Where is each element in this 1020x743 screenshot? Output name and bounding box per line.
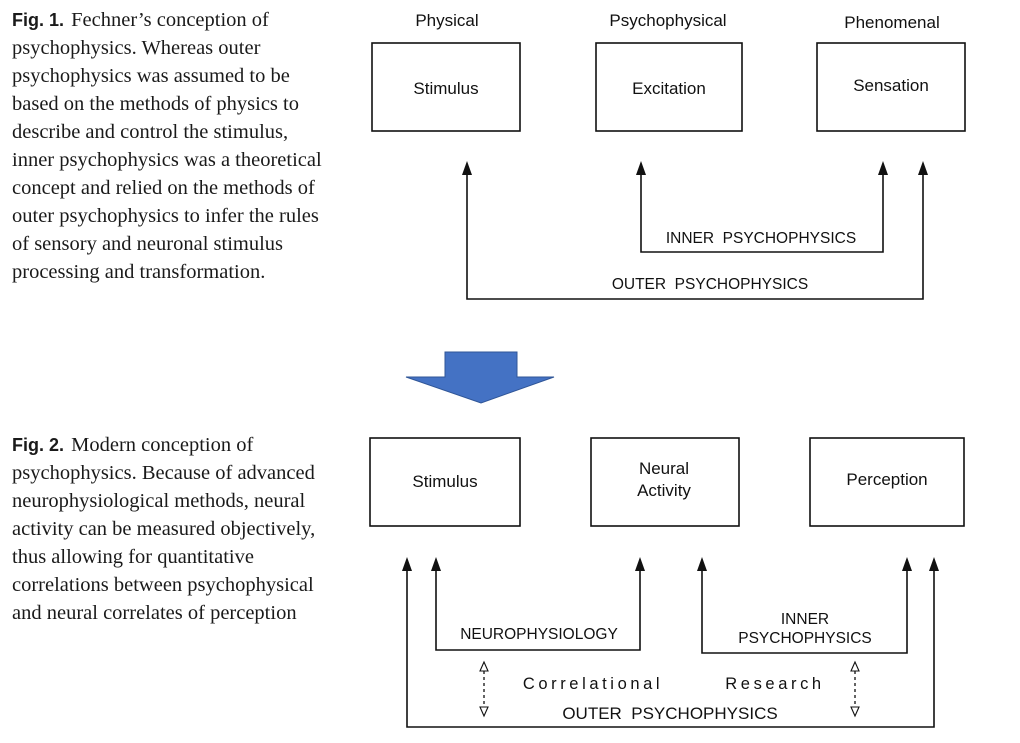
fig1-box-excitation-label: Excitation (632, 79, 706, 98)
fig2-caption-label: Fig. 2. (12, 435, 65, 455)
fig2-outer-arrow-perception (929, 557, 939, 571)
fig2-neuro-arrow-neural (635, 557, 645, 571)
fig2-outer-label: OUTER PSYCHOPHYSICS (562, 704, 777, 723)
fig2-corr-word2: Research (725, 675, 824, 693)
fig2-box-neural-activity (590, 437, 740, 527)
fig2-box-stimulus (369, 437, 521, 527)
fig2-outer-arrow-stimulus (402, 557, 412, 571)
fig2-inner-arrow-perception (902, 557, 912, 571)
fig2-box-perception-label: Perception (846, 470, 927, 489)
fig2-neuro-arrow-stimulus (431, 557, 441, 571)
fig1-header-psychophysical: Psychophysical (609, 11, 726, 30)
fig2-neuro-bracket (435, 570, 641, 651)
fig2-corr-left-up-icon (479, 660, 489, 672)
fig1-diagram: Physical Psychophysical Phenomenal Stimu… (371, 11, 966, 300)
fig1-outer-arrow-sensation (918, 161, 928, 175)
fig2-neuro-label: NEUROPHYSIOLOGY (460, 626, 618, 643)
fig1-caption-text: Fechner’s conception of psychophysics. W… (12, 9, 322, 283)
fig1-outer-arrow-stimulus (462, 161, 472, 175)
fig2-inner-arrow-neural (697, 557, 707, 571)
fig2-box-neural-line1: Neural (639, 459, 689, 478)
fig2-caption: Fig. 2. Modern conception of psychophysi… (12, 431, 334, 627)
fig2-box-stimulus-label: Stimulus (412, 472, 477, 491)
fig1-box-stimulus-label: Stimulus (413, 79, 478, 98)
fig1-box-sensation-label: Sensation (853, 76, 929, 95)
fig1-inner-arrow-excitation (636, 161, 646, 175)
fig1-header-phenomenal: Phenomenal (844, 13, 939, 32)
fig1-outer-bracket (466, 174, 924, 300)
fig1-header-physical: Physical (415, 11, 478, 30)
fig2-box-neural-line2: Activity (637, 481, 691, 500)
fig1-caption-label: Fig. 1. (12, 10, 65, 30)
fig2-inner-bracket (701, 570, 908, 654)
fig2-caption-text: Modern conception of psychophysics. Beca… (12, 434, 316, 624)
fig1-box-stimulus (371, 42, 521, 132)
fig2-corr-right-down-icon (850, 706, 860, 718)
fig2-inner-label-line2: PSYCHOPHYSICS (738, 630, 872, 647)
fig2-outer-bracket (406, 570, 935, 728)
fig1-caption: Fig. 1. Fechner’s conception of psychoph… (12, 6, 334, 286)
fig2-corr-right-up-icon (850, 660, 860, 672)
fig1-box-sensation (816, 42, 966, 132)
fig2-inner-label-line1: INNER (781, 611, 829, 628)
fig1-inner-bracket (640, 174, 884, 253)
down-arrow-icon (405, 351, 555, 404)
fig2-corr-word1: Correlational (523, 675, 663, 693)
fig2-corr-left-down-icon (479, 706, 489, 718)
fig1-inner-label: INNER PSYCHOPHYSICS (666, 230, 856, 247)
fig1-inner-arrow-sensation (878, 161, 888, 175)
fig2-box-perception (809, 437, 965, 527)
fig1-box-excitation (595, 42, 743, 132)
fig1-outer-label: OUTER PSYCHOPHYSICS (612, 276, 808, 293)
fig2-diagram: Stimulus Neural Activity Perception NEUR… (369, 437, 965, 728)
